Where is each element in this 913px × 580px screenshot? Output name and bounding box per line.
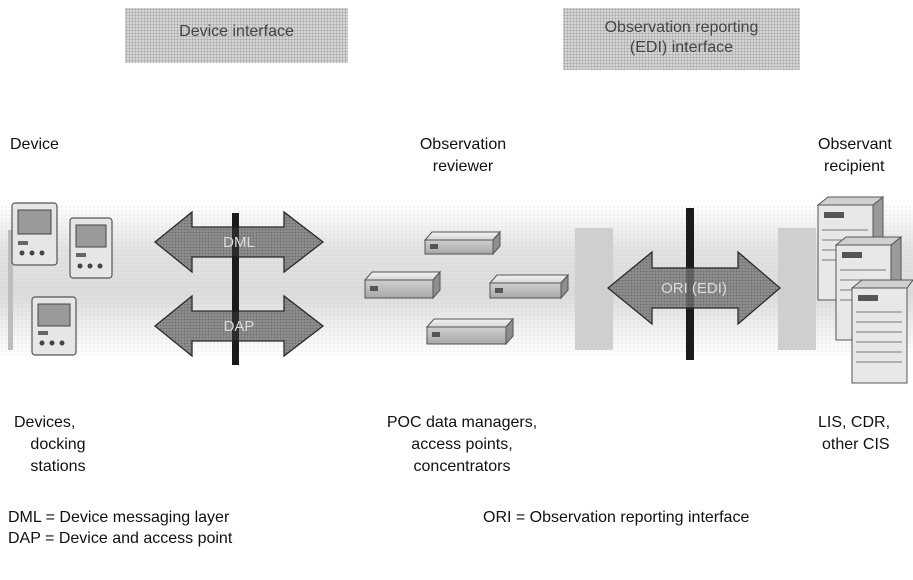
- device-interface-bar-front: [232, 225, 239, 365]
- reviewer-box-2: [363, 270, 442, 300]
- observation-interface-header: Observation reporting (EDI) interface: [563, 8, 800, 70]
- reviewer-label: Observation reviewer: [388, 134, 538, 178]
- device-interface-label: Device interface: [179, 23, 294, 40]
- device-icon-1: [11, 202, 58, 266]
- observation-interface-label-line2: (EDI) interface: [629, 39, 734, 56]
- left-edge-strip: [8, 230, 13, 350]
- devices-caption: Devices, docking stations: [8, 412, 108, 478]
- lis-caption: LIS, CDR, other CIS: [818, 412, 890, 456]
- devices-caption-line3: stations: [30, 458, 86, 475]
- legend-ori: ORI = Observation reporting interface: [483, 509, 750, 526]
- devices-caption-line1: Devices,: [14, 414, 76, 431]
- reviewer-label-line1: Observation: [419, 136, 507, 153]
- server-tower-3: [850, 279, 913, 384]
- reviewer-box-1: [423, 230, 502, 256]
- ori-right-panel: [778, 228, 816, 350]
- poc-caption-line1: POC data managers,: [386, 414, 538, 431]
- devices-caption-line2: docking: [30, 436, 86, 453]
- observation-interface-bar-front: [686, 268, 694, 308]
- legend-dml: DML = Device messaging layer: [8, 509, 230, 526]
- reviewer-box-4: [425, 317, 515, 346]
- poc-caption-line2: access points,: [411, 436, 513, 453]
- observation-interface-label-line1: Observation reporting: [604, 19, 759, 36]
- device-icon-2: [69, 217, 113, 279]
- device-icon-3: [31, 296, 77, 356]
- dml-arrow-label: DML: [223, 234, 255, 251]
- lis-caption-line1: LIS, CDR,: [818, 414, 891, 431]
- ori-arrow-label: ORI (EDI): [661, 280, 727, 297]
- ori-arrow: [606, 250, 781, 326]
- recipient-label: Observant recipient: [818, 134, 892, 178]
- ori-left-panel: [575, 228, 613, 350]
- dap-arrow-label: DAP: [224, 318, 255, 335]
- lis-caption-line2: other CIS: [822, 436, 890, 453]
- poc-caption-line3: concentrators: [413, 458, 511, 475]
- recipient-label-line2: recipient: [824, 158, 885, 175]
- reviewer-label-line2: reviewer: [432, 158, 494, 175]
- recipient-label-line1: Observant: [818, 136, 892, 153]
- device-interface-header: Device interface: [125, 8, 348, 63]
- legend-dap: DAP = Device and access point: [8, 530, 233, 547]
- reviewer-box-3: [488, 273, 570, 300]
- poc-caption: POC data managers, access points, concen…: [362, 412, 562, 478]
- device-label: Device: [10, 136, 59, 153]
